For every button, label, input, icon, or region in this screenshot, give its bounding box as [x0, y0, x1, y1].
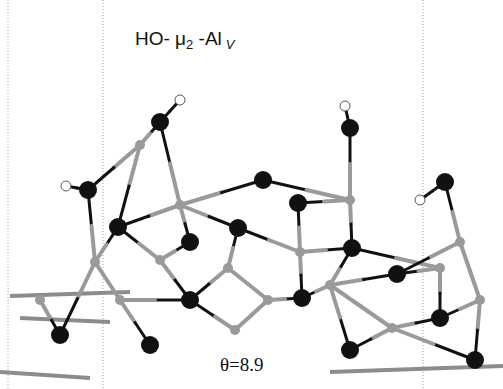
oxygen-atom: [436, 173, 454, 191]
oxygen-atom: [254, 171, 272, 189]
oxygen-atom: [109, 218, 127, 236]
bond: [348, 164, 352, 200]
bond: [0, 372, 90, 378]
bond: [170, 164, 180, 206]
bond: [120, 298, 155, 302]
aluminium-atom: [455, 237, 465, 247]
hydrogen-atom: [340, 101, 350, 111]
hydrogen-atom: [415, 195, 425, 205]
hydrogen-atom: [175, 95, 185, 105]
oxygen-atom: [341, 119, 359, 137]
aluminium-atom: [115, 295, 125, 305]
bond: [330, 285, 340, 318]
bond: [10, 292, 130, 296]
oxygen-atom: [141, 336, 159, 354]
bond: [361, 307, 392, 329]
cell-boundary: [8, 0, 9, 389]
oxygen-atom: [431, 309, 449, 327]
label-text: -Al: [193, 28, 222, 49]
aluminium-atom: [223, 263, 233, 273]
hydrogen-atom: [61, 181, 71, 191]
aluminium-atom: [135, 140, 145, 150]
oxygen-atom: [343, 239, 361, 257]
aluminium-atom: [90, 257, 100, 267]
aluminium-atom: [35, 295, 45, 305]
oxygen-atom: [51, 326, 69, 344]
oxygen-atom: [293, 289, 311, 307]
bond: [330, 280, 364, 286]
aluminium-atom: [345, 195, 355, 205]
oxygen-atom: [181, 291, 199, 309]
label-text: HO- μ: [135, 28, 186, 49]
coverage-label: θ=8.9: [218, 354, 266, 376]
aluminium-atom: [387, 323, 397, 333]
oxygen-atom: [151, 113, 169, 131]
site-label: HO- μ2 -Al V: [135, 28, 234, 52]
bond: [180, 193, 222, 206]
subscript: V: [226, 37, 235, 52]
subscript: 2: [186, 37, 193, 52]
aluminium-atom: [175, 200, 185, 210]
cell-boundary: [423, 0, 424, 389]
oxygen-atom: [466, 351, 484, 369]
aluminium-atom: [325, 280, 335, 290]
aluminium-atom: [475, 295, 485, 305]
oxygen-atom: [79, 181, 97, 199]
bond: [392, 328, 434, 344]
cell-boundary: [103, 0, 104, 389]
oxygen-atom: [181, 233, 199, 251]
bond: [78, 262, 96, 299]
aluminium-atom: [230, 325, 240, 335]
aluminium-atom: [263, 295, 273, 305]
oxygen-atom: [229, 219, 247, 237]
bond: [429, 242, 461, 258]
oxygen-atom: [289, 194, 307, 212]
bond: [129, 145, 140, 186]
aluminium-atom: [435, 263, 445, 273]
aluminium-atom: [295, 247, 305, 257]
bond: [92, 226, 96, 262]
oxygen-atom: [388, 265, 406, 283]
aluminium-atom: [155, 255, 165, 265]
oxygen-atom: [341, 341, 359, 359]
